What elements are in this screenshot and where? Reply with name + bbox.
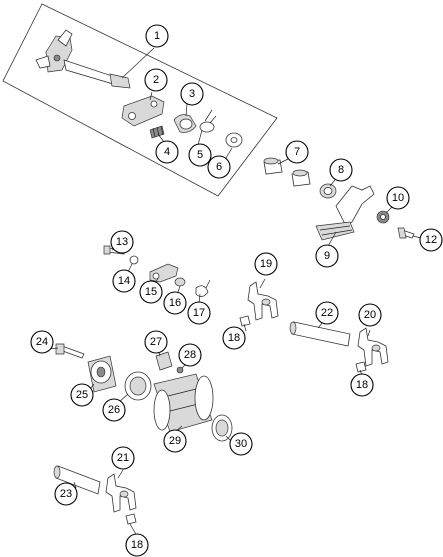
svg-text:6: 6 <box>216 161 222 173</box>
callout-30: 30 <box>229 432 253 456</box>
part-30-bearing <box>211 414 233 442</box>
callout-29: 29 <box>163 429 187 453</box>
part-17-spring <box>195 279 211 297</box>
part-14-washer <box>129 255 139 265</box>
svg-text:7: 7 <box>294 146 300 158</box>
svg-text:9: 9 <box>324 250 330 262</box>
svg-text:8: 8 <box>338 164 344 176</box>
svg-text:3: 3 <box>189 88 195 100</box>
part-26-bearing <box>124 371 152 401</box>
callout-1: 1 <box>145 24 169 48</box>
callout-24: 24 <box>30 330 54 354</box>
svg-text:14: 14 <box>118 275 130 287</box>
callout-19: 19 <box>254 252 278 276</box>
callout-18-a: 18 <box>222 326 246 350</box>
callout-15: 15 <box>139 280 163 304</box>
svg-text:24: 24 <box>36 336 48 348</box>
callout-5: 5 <box>188 143 212 167</box>
callout-18-c: 18 <box>125 533 149 557</box>
callout-9: 9 <box>315 244 339 268</box>
callout-2: 2 <box>144 68 168 92</box>
shift-fork-21 <box>105 473 137 513</box>
svg-text:12: 12 <box>425 234 437 246</box>
shift-rail-22 <box>289 321 351 347</box>
svg-text:13: 13 <box>116 236 128 248</box>
guide-pin-18-b <box>355 361 367 373</box>
part-8-bushing <box>291 169 311 187</box>
callout-6: 6 <box>207 155 231 179</box>
callout-25: 25 <box>70 383 94 407</box>
assembly-1-frame <box>2 3 278 197</box>
svg-text:23: 23 <box>60 488 72 500</box>
part-9-shift-lever <box>315 185 375 241</box>
callout-8: 8 <box>329 158 353 182</box>
svg-text:5: 5 <box>197 149 203 161</box>
guide-pin-18-a <box>239 315 251 327</box>
callout-17: 17 <box>187 301 211 325</box>
part-28-screw <box>176 366 184 374</box>
svg-text:1: 1 <box>154 30 160 42</box>
part-7-bushing <box>263 157 283 175</box>
svg-text:26: 26 <box>108 404 120 416</box>
part-10-nut <box>376 210 390 224</box>
part-24-bolt <box>55 343 85 359</box>
part-25-locator <box>87 355 117 393</box>
part-12-bolt <box>397 227 415 239</box>
svg-text:17: 17 <box>193 307 205 319</box>
callout-4: 4 <box>155 140 179 164</box>
part-5-torsion-spring <box>199 109 217 133</box>
shift-fork-20 <box>357 327 389 367</box>
part-3-cam <box>173 114 197 133</box>
callout-27: 27 <box>144 330 168 354</box>
svg-text:15: 15 <box>145 286 157 298</box>
svg-text:30: 30 <box>235 438 247 450</box>
callout-22: 22 <box>315 301 339 325</box>
svg-text:19: 19 <box>260 258 272 270</box>
callout-20: 20 <box>358 303 382 327</box>
svg-text:21: 21 <box>117 452 129 464</box>
svg-text:18: 18 <box>356 379 368 391</box>
svg-text:29: 29 <box>169 435 181 447</box>
callout-21: 21 <box>111 446 135 470</box>
shift-shaft <box>35 29 131 89</box>
svg-text:16: 16 <box>169 297 181 309</box>
guide-pin-18-c <box>125 513 137 525</box>
callout-28: 28 <box>178 343 202 367</box>
svg-text:4: 4 <box>164 146 170 158</box>
callout-16: 16 <box>163 291 187 315</box>
part-27-plate <box>155 351 173 371</box>
callout-13: 13 <box>110 230 134 254</box>
leader-lines <box>47 47 422 537</box>
svg-text:27: 27 <box>150 336 162 348</box>
svg-text:20: 20 <box>364 309 376 321</box>
shift-fork-19 <box>247 281 279 321</box>
callouts: 1 2 3 4 5 6 7 8 9 10 12 13 14 15 16 17 1… <box>30 24 443 557</box>
svg-text:18: 18 <box>228 332 240 344</box>
part-6-washer <box>225 132 243 148</box>
part-16-roller <box>174 277 186 287</box>
seal-ring <box>319 183 337 199</box>
callout-26: 26 <box>102 398 126 422</box>
svg-text:18: 18 <box>131 539 143 551</box>
svg-text:10: 10 <box>392 192 404 204</box>
svg-text:22: 22 <box>321 307 333 319</box>
svg-text:2: 2 <box>153 74 159 86</box>
callout-14: 14 <box>112 269 136 293</box>
callout-23: 23 <box>54 482 78 506</box>
svg-text:25: 25 <box>76 389 88 401</box>
callout-10: 10 <box>386 186 410 210</box>
part-15-lever <box>149 263 179 283</box>
part-2-plate <box>121 95 165 127</box>
part-4-spring <box>149 125 165 139</box>
shift-rail-23 <box>53 465 101 495</box>
callout-3: 3 <box>180 82 204 106</box>
part-29-shift-drum <box>153 373 214 433</box>
svg-text:28: 28 <box>184 349 196 361</box>
callout-12: 12 <box>419 228 443 252</box>
callout-7: 7 <box>285 140 309 164</box>
callout-18-b: 18 <box>350 373 374 397</box>
